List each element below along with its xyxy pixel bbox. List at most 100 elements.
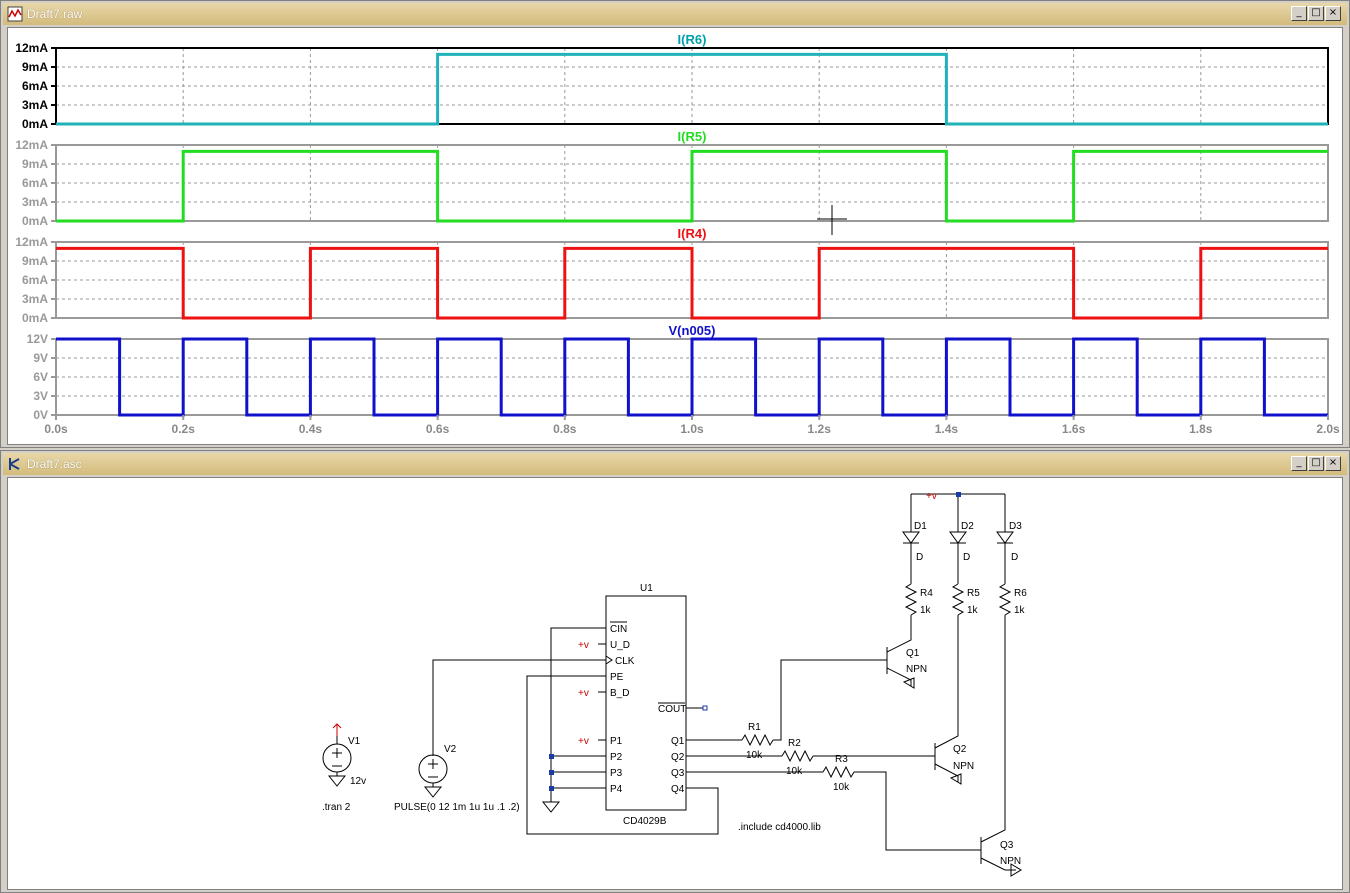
waveform-titlebar[interactable]: Draft7.raw _ □ × (3, 3, 1347, 25)
trace-title: I(R4) (678, 226, 707, 241)
r3-value-label: 10k (833, 782, 850, 793)
r3-name-label: R3 (835, 754, 848, 765)
close-button[interactable]: × (1325, 456, 1341, 471)
y-tick-label: 6V (33, 370, 48, 384)
r4-value-label: 1k (920, 605, 932, 616)
y-tick-label: 6mA (22, 273, 48, 287)
q3-name-label: Q3 (1000, 840, 1014, 851)
u1-body[interactable] (605, 595, 687, 811)
v1-name-label: V1 (348, 736, 361, 747)
pin-bd-label: B_D (610, 688, 629, 699)
wire-cin-ground[interactable] (550, 627, 606, 802)
trace-title: I(R6) (678, 32, 707, 47)
d2-name-label: D2 (961, 521, 974, 532)
x-tick-label: 0.6s (426, 422, 450, 436)
resistor-r6[interactable] (998, 583, 1012, 616)
wire-clk[interactable] (432, 659, 606, 752)
resistor-r3[interactable] (822, 765, 855, 779)
x-tick-label: 0.8s (553, 422, 577, 436)
y-tick-label: 6mA (22, 176, 48, 190)
pin-p1-label: P1 (610, 736, 623, 747)
y-tick-label: 12mA (15, 138, 48, 152)
schematic-window-title: Draft7.asc (27, 457, 82, 471)
v2-value-label: PULSE(0 12 1m 1u 1u .1 .2) (394, 802, 520, 813)
transistor-q3[interactable] (973, 822, 1022, 877)
ground-symbol (423, 786, 443, 798)
resistor-r5[interactable] (951, 583, 965, 616)
d1-name-label: D1 (914, 521, 927, 532)
wire-pe-q4[interactable] (526, 675, 719, 835)
u1-name-label: U1 (640, 583, 653, 594)
resistor-r4[interactable] (904, 583, 918, 616)
x-tick-label: 1.4s (935, 422, 959, 436)
voltage-source-v2[interactable] (418, 752, 448, 787)
pin-p3-label: P3 (610, 768, 623, 779)
y-tick-label: 12V (27, 332, 48, 346)
maximize-button[interactable]: □ (1308, 6, 1324, 21)
trace-2 (56, 246, 1328, 320)
q3-type-label: NPN (1000, 856, 1021, 867)
q2-name-label: Q2 (953, 744, 967, 755)
minimize-button[interactable]: _ (1291, 6, 1307, 21)
y-tick-label: 3mA (22, 98, 48, 112)
trace-title: I(R5) (678, 129, 707, 144)
schematic-titlebar[interactable]: Draft7.asc _ □ × (3, 453, 1347, 475)
ground-symbol (541, 801, 561, 813)
v2-name-label: V2 (444, 744, 457, 755)
r1-name-label: R1 (748, 722, 761, 733)
r1-value-label: 10k (746, 750, 763, 761)
schematic-app-icon (9, 458, 20, 470)
minimize-button[interactable]: _ (1291, 456, 1307, 471)
supply-label-rail: +v (926, 491, 937, 502)
maximize-button[interactable]: □ (1308, 456, 1324, 471)
include-directive[interactable]: .include cd4000.lib (738, 822, 821, 833)
d1-value-label: D (916, 552, 923, 563)
schematic-canvas[interactable]: U1 CD4029B CIN U_D CLK PE B_D P1 P2 P3 P… (7, 477, 1343, 890)
r5-value-label: 1k (967, 605, 979, 616)
waveform-plots[interactable]: 0mA3mA6mA9mA12mAI(R6)0mA3mA6mA9mA12mAI(R… (8, 28, 1344, 444)
x-tick-label: 1.8s (1189, 422, 1213, 436)
resistor-r2[interactable] (781, 749, 814, 763)
x-tick-label: 1.2s (808, 422, 832, 436)
x-tick-label: 0.2s (172, 422, 196, 436)
pin-ud-label: U_D (610, 640, 630, 651)
transistor-q2[interactable] (926, 727, 962, 785)
diode-d2[interactable] (949, 531, 967, 544)
transistor-q1[interactable] (878, 632, 915, 689)
trace-3 (56, 337, 1328, 417)
schematic-window: Draft7.asc _ □ × (0, 450, 1350, 893)
pin-cout-label: COUT (658, 704, 686, 715)
tran-directive[interactable]: .tran 2 (322, 802, 351, 813)
waveform-window-title: Draft7.raw (27, 7, 83, 21)
u1-part-label: CD4029B (623, 816, 667, 827)
y-tick-label: 9mA (22, 157, 48, 171)
y-tick-label: 3mA (22, 292, 48, 306)
r2-name-label: R2 (788, 738, 801, 749)
waveform-app-icon (7, 6, 23, 22)
y-tick-label: 3mA (22, 195, 48, 209)
close-button[interactable]: × (1325, 6, 1341, 21)
q1-name-label: Q1 (906, 648, 920, 659)
pin-clk-label: CLK (615, 656, 635, 667)
x-tick-label: 2.0s (1316, 422, 1340, 436)
r6-value-label: 1k (1014, 605, 1026, 616)
d2-value-label: D (963, 552, 970, 563)
y-tick-label: 0mA (22, 214, 48, 228)
supply-label-ud: +v (578, 640, 589, 651)
pin-q4-label: Q4 (671, 784, 685, 795)
pin-pe-label: PE (610, 672, 624, 683)
resistor-r1[interactable] (741, 733, 774, 747)
y-tick-label: 12mA (15, 235, 48, 249)
y-tick-label: 12mA (15, 41, 48, 55)
v1-value-label: 12v (350, 776, 366, 787)
supply-label-bd: +v (578, 688, 589, 699)
schematic-drawing[interactable]: U1 CD4029B CIN U_D CLK PE B_D P1 P2 P3 P… (8, 478, 1344, 889)
trace-0 (56, 52, 1328, 126)
r2-value-label: 10k (786, 766, 803, 777)
d3-name-label: D3 (1009, 521, 1022, 532)
diode-d3[interactable] (996, 531, 1014, 544)
supply-label-p1: +v (578, 736, 589, 747)
diode-d1[interactable] (902, 531, 920, 544)
y-tick-label: 0mA (22, 117, 48, 131)
